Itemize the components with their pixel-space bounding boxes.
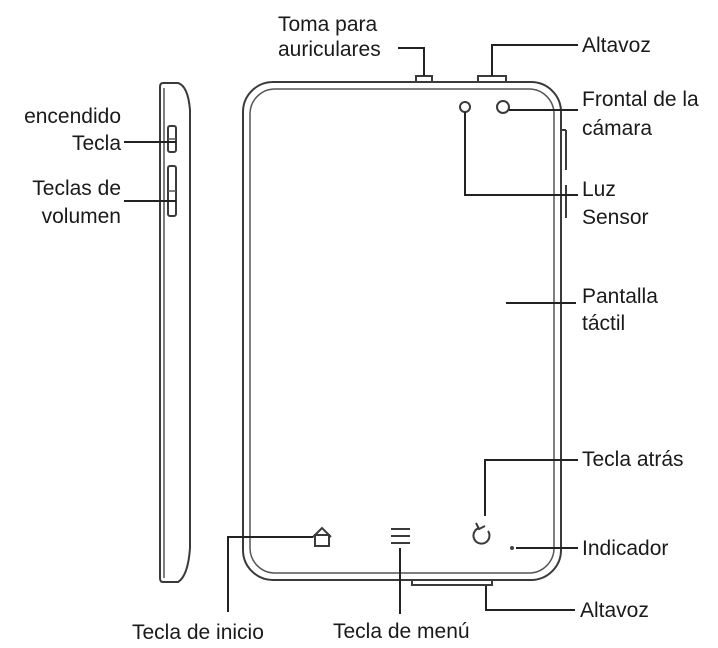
leader-lines (124, 44, 578, 614)
label-front-camera-line1: Frontal de la (582, 88, 699, 111)
label-menu-key: Tecla de menú (333, 620, 470, 643)
front-camera (496, 100, 510, 114)
back-arrow-icon (472, 522, 491, 545)
label-headphone-jack-line1: Toma para (278, 13, 378, 36)
bottom-speaker (411, 579, 493, 586)
phone-front-view (242, 75, 567, 586)
hamburger-menu-icon (391, 528, 410, 544)
label-front-camera-line2: cámara (582, 117, 653, 140)
label-home-key: Tecla de inicio (132, 621, 264, 644)
label-light-sensor-line1: Luz (582, 178, 616, 201)
label-light-sensor-line2: Sensor (582, 206, 649, 229)
label-touchscreen-line1: Pantalla (582, 285, 658, 308)
top-speaker (477, 75, 507, 83)
label-volume-keys-line1: Teclas de (32, 177, 121, 200)
indicator-led (510, 546, 514, 550)
label-indicator: Indicador (582, 537, 669, 560)
label-touchscreen-line2: táctil (582, 312, 626, 335)
light-sensor (459, 101, 471, 113)
house-icon (312, 526, 332, 547)
label-headphone-jack-line2: auriculares (278, 38, 381, 61)
label-power-key-line2: Tecla (71, 132, 121, 155)
label-power-key-line1: encendido (24, 105, 121, 128)
headphone-jack (415, 75, 433, 83)
label-back-key: Tecla atrás (582, 448, 684, 471)
label-volume-keys-line2: volumen (41, 205, 121, 228)
label-speaker-bottom: Altavoz (580, 599, 649, 622)
phone-side-view (159, 82, 191, 583)
label-speaker-top: Altavoz (582, 34, 651, 57)
